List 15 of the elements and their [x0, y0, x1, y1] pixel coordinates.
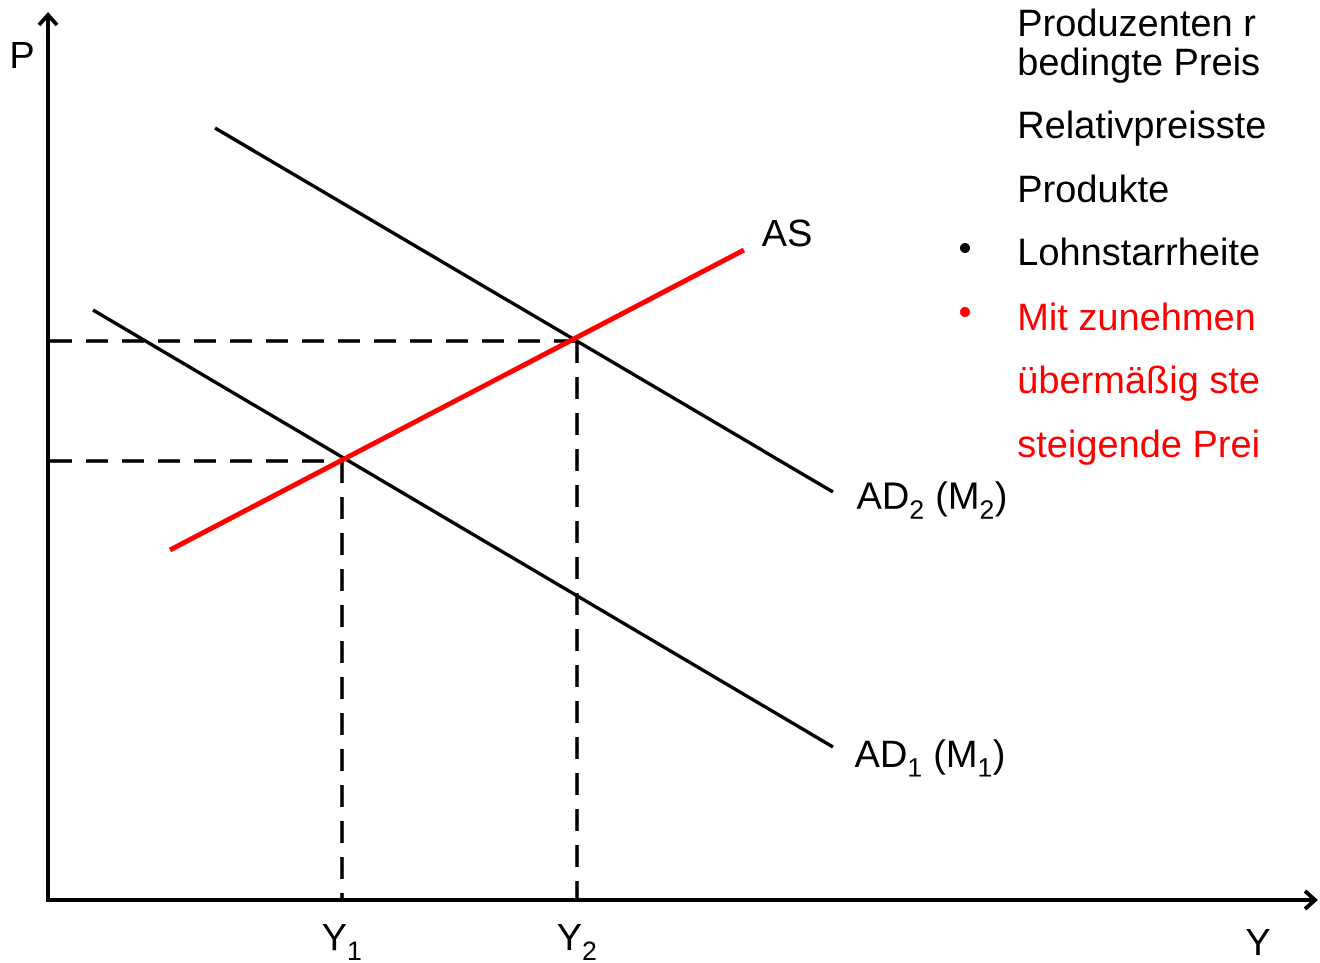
text-line: Produkte: [1020, 174, 1168, 203]
text-line: Lohnstarrheite: [1020, 237, 1259, 266]
axis-label: Y: [1246, 928, 1270, 956]
axis-tick-label: Y$_{1}$: [322, 924, 361, 960]
curve-label: AS: [761, 219, 811, 247]
curve-label: AD$_{2}$ (M$_{2}$): [856, 481, 1006, 519]
text-line: Relativpreisste: [1020, 110, 1265, 146]
text-line: übermäßig ste: [1019, 365, 1259, 401]
axis-tick-label: Y$_{2}$: [557, 923, 596, 961]
text-line: bedingte Preis: [1019, 47, 1259, 83]
text-line: Produzenten r: [1020, 8, 1256, 37]
text-line: steigende Prei: [1018, 429, 1258, 465]
text-line: Mit zunehmen: [1020, 302, 1254, 331]
curve-label: AD$_{1}$ (M$_{1}$): [854, 739, 1004, 777]
axis-label: P: [12, 41, 33, 69]
